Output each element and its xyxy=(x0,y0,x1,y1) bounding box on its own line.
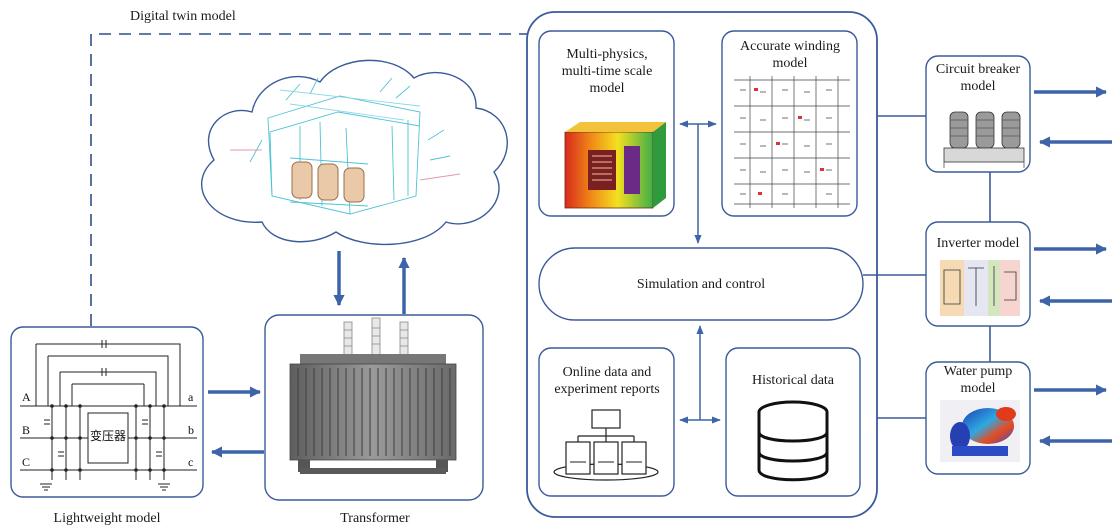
terminal-A: A xyxy=(22,390,31,404)
terminal-C: C xyxy=(22,455,30,469)
water-pump-label: Water pump model xyxy=(943,364,1013,396)
simulation-control-label: Simulation and control xyxy=(636,277,766,292)
transformer-3d-coils xyxy=(289,157,369,207)
circuit-nodes xyxy=(50,404,166,472)
circuit-breaker-label: Circuit breaker model xyxy=(935,62,1021,94)
circuit-terminal-labels: A B C a b c 变压器 xyxy=(22,390,194,469)
inverter-label: Inverter model xyxy=(936,236,1020,251)
transformer-symbol-text: 变压器 xyxy=(90,428,126,443)
terminal-B: B xyxy=(22,423,30,437)
transformer-photo xyxy=(289,317,457,474)
winding-schematic-highlights xyxy=(754,88,824,195)
winding-model-label: Accurate winding model xyxy=(740,39,840,71)
terminal-b: b xyxy=(188,423,194,437)
database-icon xyxy=(757,400,829,482)
server-cluster-icon xyxy=(553,409,659,481)
water-pump-image xyxy=(940,400,1020,462)
lightweight-model-box xyxy=(10,326,204,498)
simulation-control-box xyxy=(538,247,864,321)
cloud-shape xyxy=(201,59,508,246)
winding-circuit-schematic xyxy=(734,76,850,208)
digital-twin-label: Digital twin model xyxy=(130,9,236,24)
electromagnetic-field-image xyxy=(564,122,666,209)
circuit-breaker-image xyxy=(943,111,1025,168)
historical-data-label: Historical data xyxy=(751,373,835,388)
platform-to-devices-bus xyxy=(863,115,991,419)
inverter-schematic-image xyxy=(940,260,1020,316)
terminal-a: a xyxy=(188,390,194,404)
lightweight-model-label: Lightweight model xyxy=(53,511,161,526)
transformer-label: Transformer xyxy=(340,511,410,526)
online-data-label: Online data and experiment reports xyxy=(554,365,660,397)
digital-twin-dashed-link xyxy=(90,33,527,326)
terminal-c: c xyxy=(188,455,193,469)
multiphysics-model-label: Multi-physics, multi-time scale model xyxy=(561,47,653,96)
equivalent-circuit-diagram xyxy=(20,340,197,491)
